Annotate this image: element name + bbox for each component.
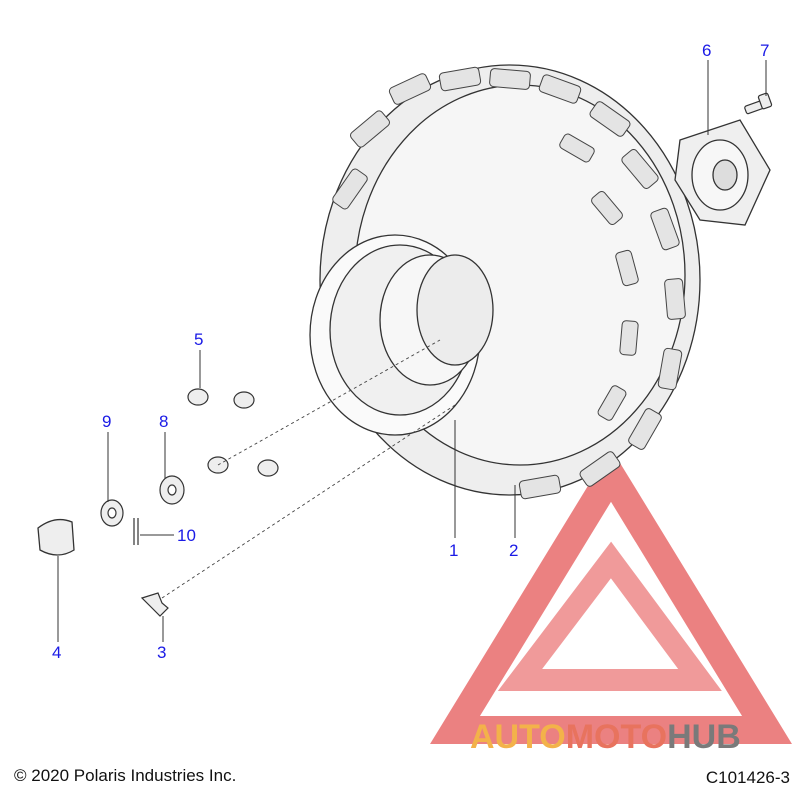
callout-3: 3 (157, 643, 167, 662)
callout-4: 4 (52, 643, 62, 662)
watermark-moto: MOTO (565, 718, 668, 756)
diagram-id: C101426-3 (705, 768, 790, 787)
callout-8: 8 (159, 412, 169, 431)
callout-7: 7 (760, 41, 770, 60)
watermark-auto: AUTO (470, 718, 566, 756)
watermark-hub: HUB (667, 718, 741, 756)
copyright-text: © 2020 Polaris Industries Inc. (14, 766, 237, 785)
lug-nuts (187, 388, 279, 477)
callout-5: 5 (194, 330, 204, 349)
center-cap-part (37, 518, 75, 556)
callout-1: 1 (449, 541, 459, 560)
leader-lines (57, 60, 767, 642)
callout-6: 6 (702, 41, 712, 60)
washer-part (159, 475, 185, 505)
bolt-part (744, 92, 773, 115)
callout-2: 2 (509, 541, 519, 560)
tire (309, 64, 701, 500)
callout-10: 10 (177, 526, 196, 545)
alignment-lines (161, 339, 456, 599)
castle-nut-part (100, 499, 124, 527)
callout-9: 9 (102, 412, 112, 431)
watermark-logo (430, 448, 792, 744)
hub-part (674, 119, 771, 226)
cotter-pin-part (133, 518, 139, 545)
watermark-wordmark: AUTOMOTOHUB (470, 718, 741, 757)
valve-stem-part (140, 592, 169, 617)
